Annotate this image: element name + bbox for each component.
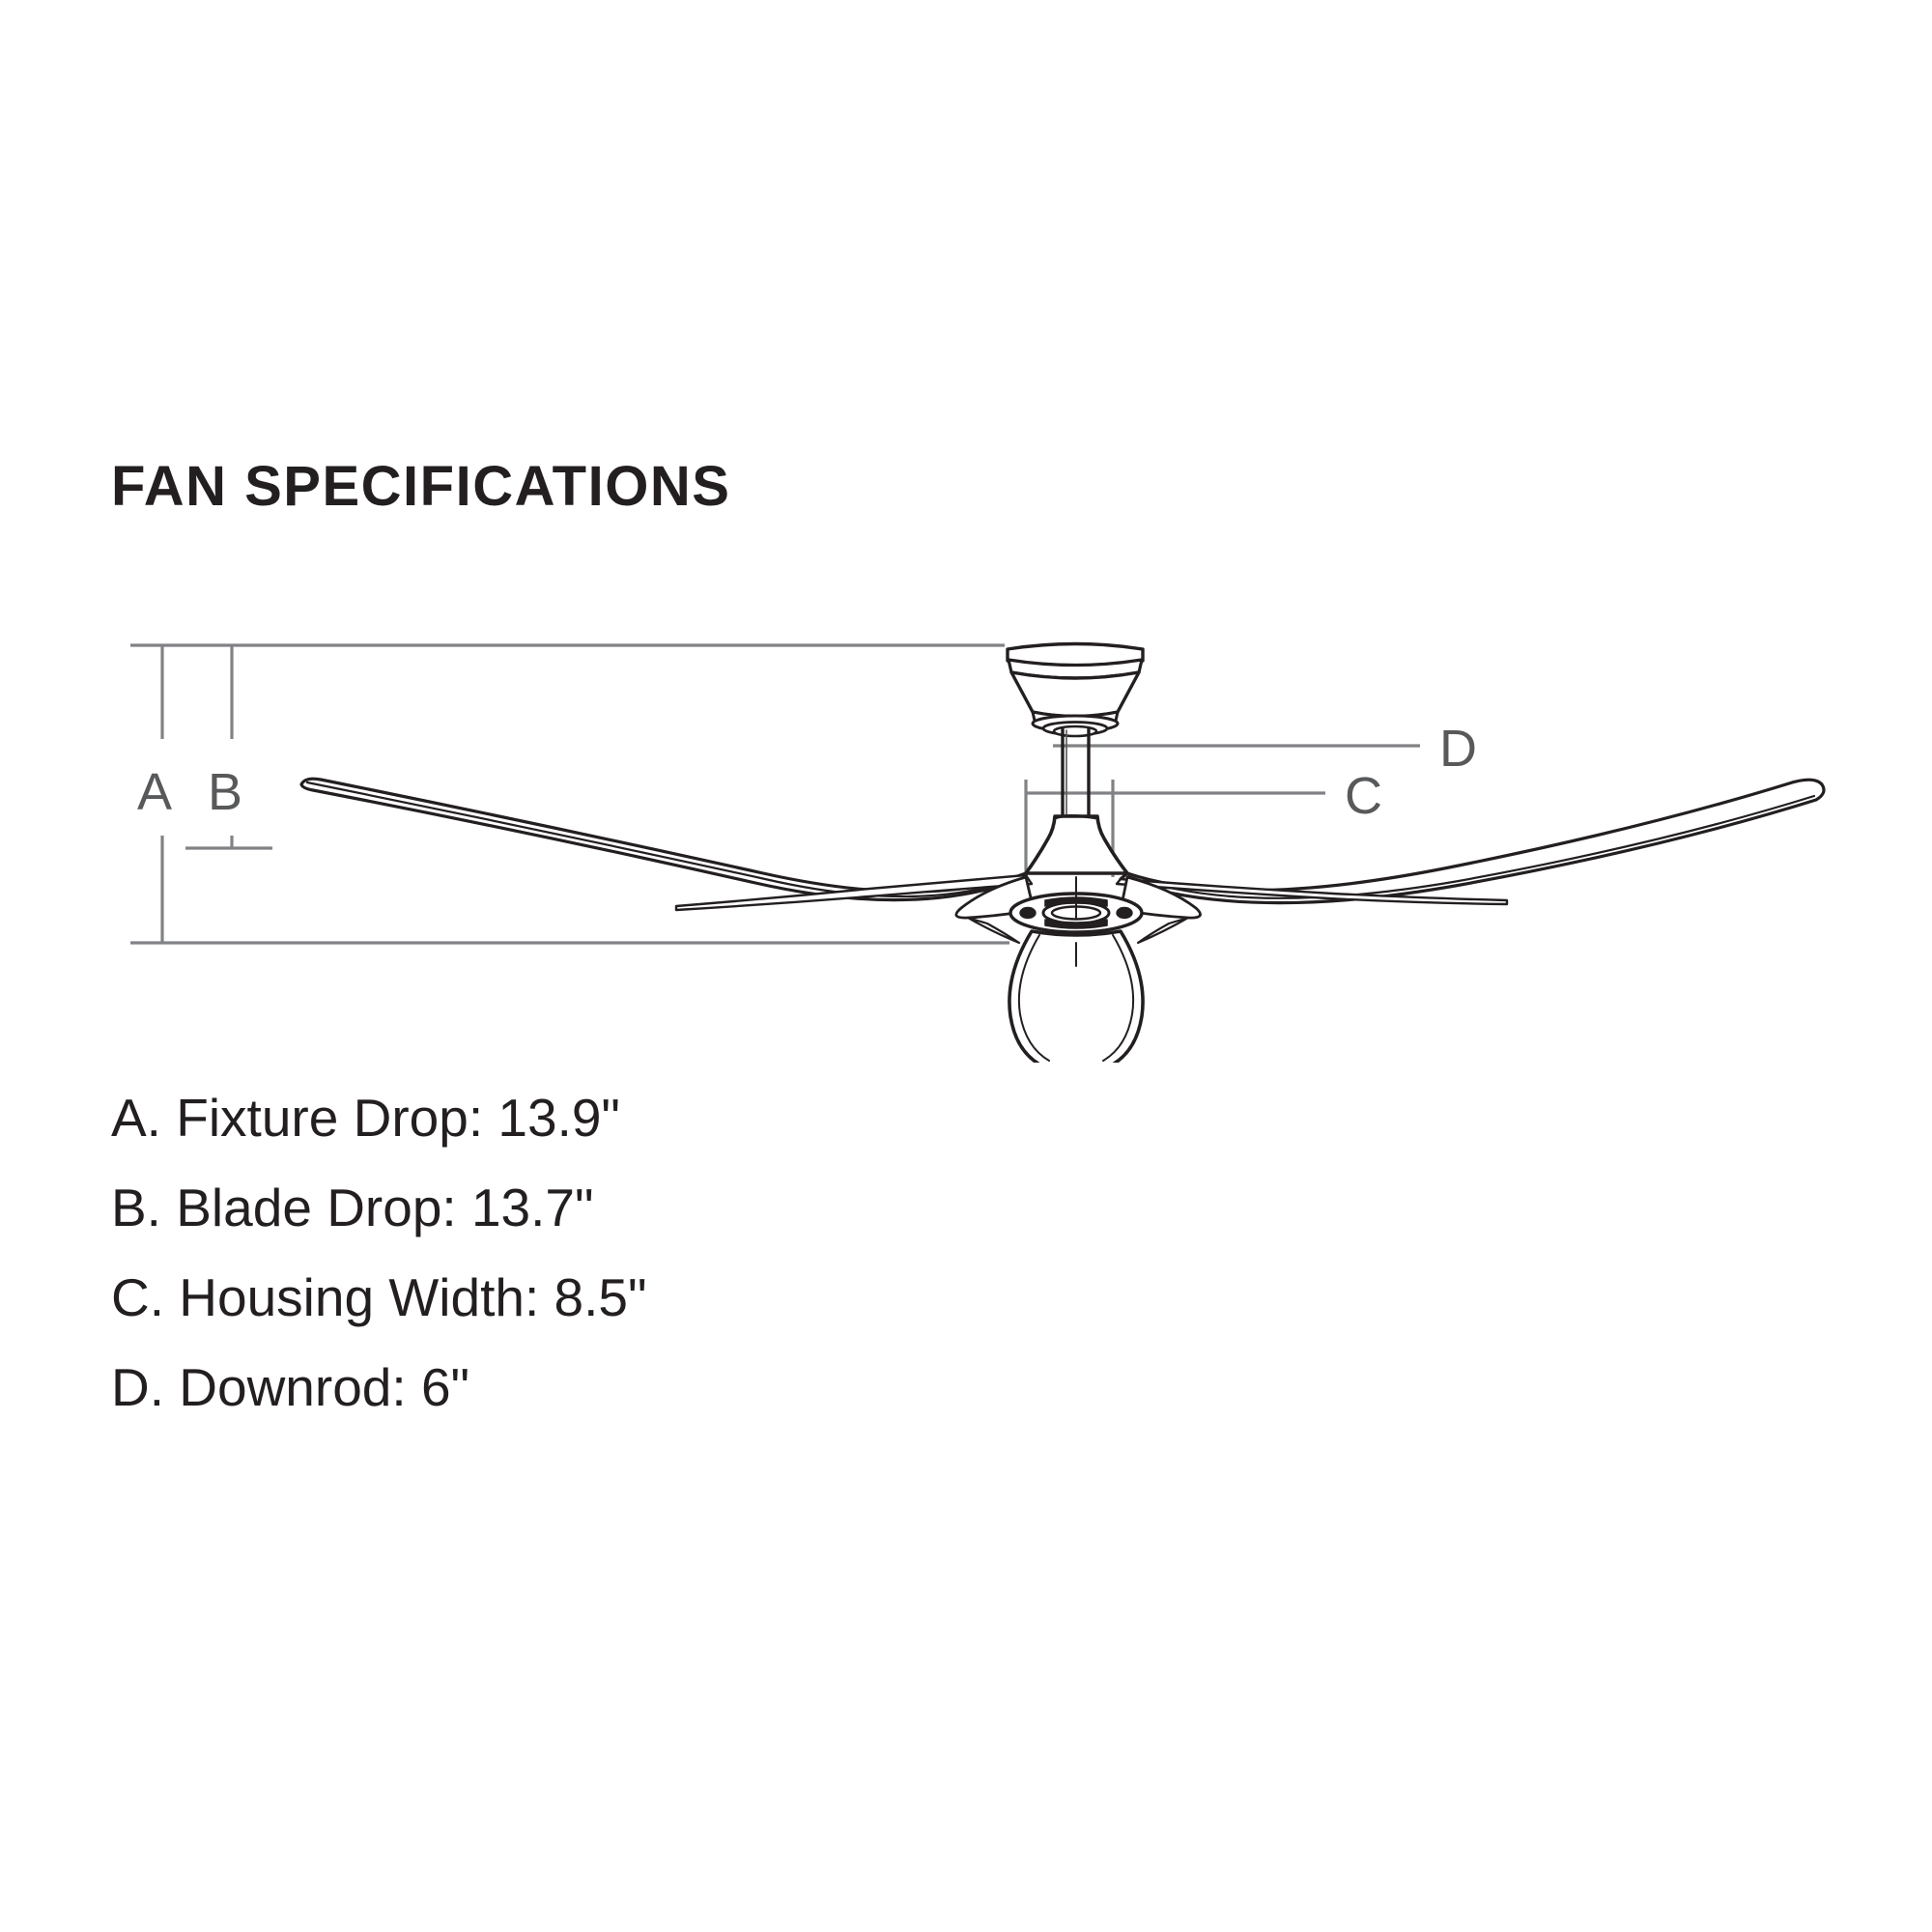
spec-item-a: A. Fixture Drop: 13.9"	[111, 1088, 620, 1148]
page-title: FAN SPECIFICATIONS	[111, 455, 731, 518]
fan-blade-lower-edges	[966, 916, 1190, 945]
spec-item-b: B. Blade Drop: 13.7"	[111, 1178, 594, 1237]
fan-diagram-container: A B C D	[0, 599, 1932, 1073]
motor-hub-flange	[954, 875, 1202, 934]
dim-label-d: D	[1439, 720, 1477, 778]
ceiling-fan-drawing	[299, 641, 1826, 1073]
fan-blade-right	[1119, 778, 1826, 905]
dim-label-c: C	[1345, 767, 1382, 825]
fan-canopy	[1006, 641, 1145, 738]
dim-label-b: B	[208, 763, 242, 821]
specifications-list: A. Fixture Drop: 13.9" B. Blade Drop: 13…	[111, 1092, 1270, 1451]
fan-blade-left	[299, 777, 1028, 902]
fan-downrod	[1061, 726, 1091, 820]
fan-blade-foreground	[674, 873, 1509, 912]
spec-item-d: D. Downrod: 6"	[111, 1357, 470, 1417]
dimension-lines	[130, 643, 1420, 945]
dim-label-a: A	[137, 763, 172, 821]
fan-diagram-svg: A B C D	[130, 641, 1826, 1073]
spec-item-c: C. Housing Width: 8.5"	[111, 1267, 647, 1327]
